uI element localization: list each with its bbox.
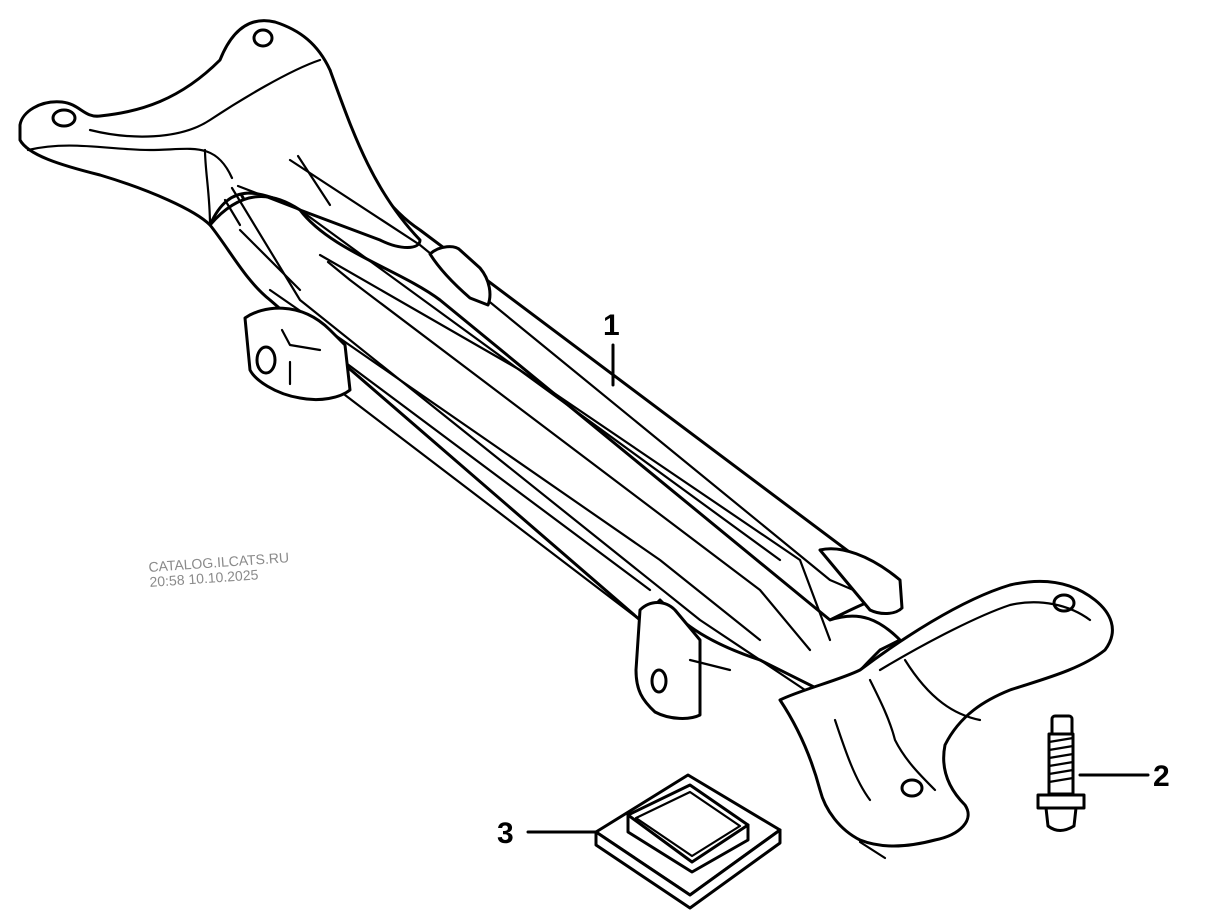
- spacer-pad-part: [594, 773, 782, 910]
- crossmember-part: [18, 19, 1114, 860]
- callout-1: 1: [603, 309, 620, 342]
- callout-3: 3: [497, 817, 514, 850]
- callout-2: 2: [1153, 760, 1170, 793]
- bolt-part: [1036, 714, 1086, 832]
- leader-lines: [526, 343, 1150, 834]
